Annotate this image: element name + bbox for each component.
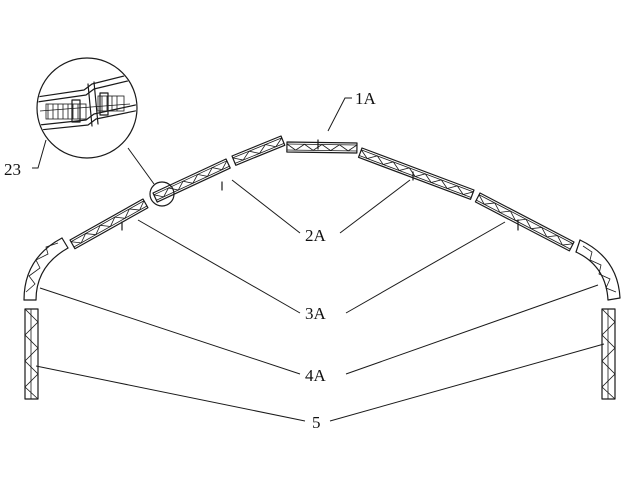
roof-truss-segments xyxy=(69,135,575,252)
right-corner-arc xyxy=(575,239,621,301)
left-column xyxy=(24,308,39,400)
left-mid-truss xyxy=(152,158,231,203)
left-lower-truss xyxy=(69,198,149,250)
label-1a: 1A xyxy=(355,89,377,108)
label-23: 23 xyxy=(4,160,21,179)
right-upper-truss xyxy=(357,147,475,200)
labels: 1A 2A 3A 4A 5 23 xyxy=(4,89,377,432)
ridge-truss xyxy=(286,141,358,154)
left-upper-truss xyxy=(231,135,286,166)
connector-pins xyxy=(121,139,519,231)
label-3a: 3A xyxy=(305,304,327,323)
detail-view xyxy=(36,57,175,207)
label-2a: 2A xyxy=(305,226,327,245)
right-lower-truss xyxy=(474,192,575,252)
label-4a: 4A xyxy=(305,366,327,385)
leader-lines xyxy=(32,97,605,422)
left-corner-arc xyxy=(23,237,69,301)
label-5: 5 xyxy=(312,413,321,432)
right-column xyxy=(601,308,616,400)
